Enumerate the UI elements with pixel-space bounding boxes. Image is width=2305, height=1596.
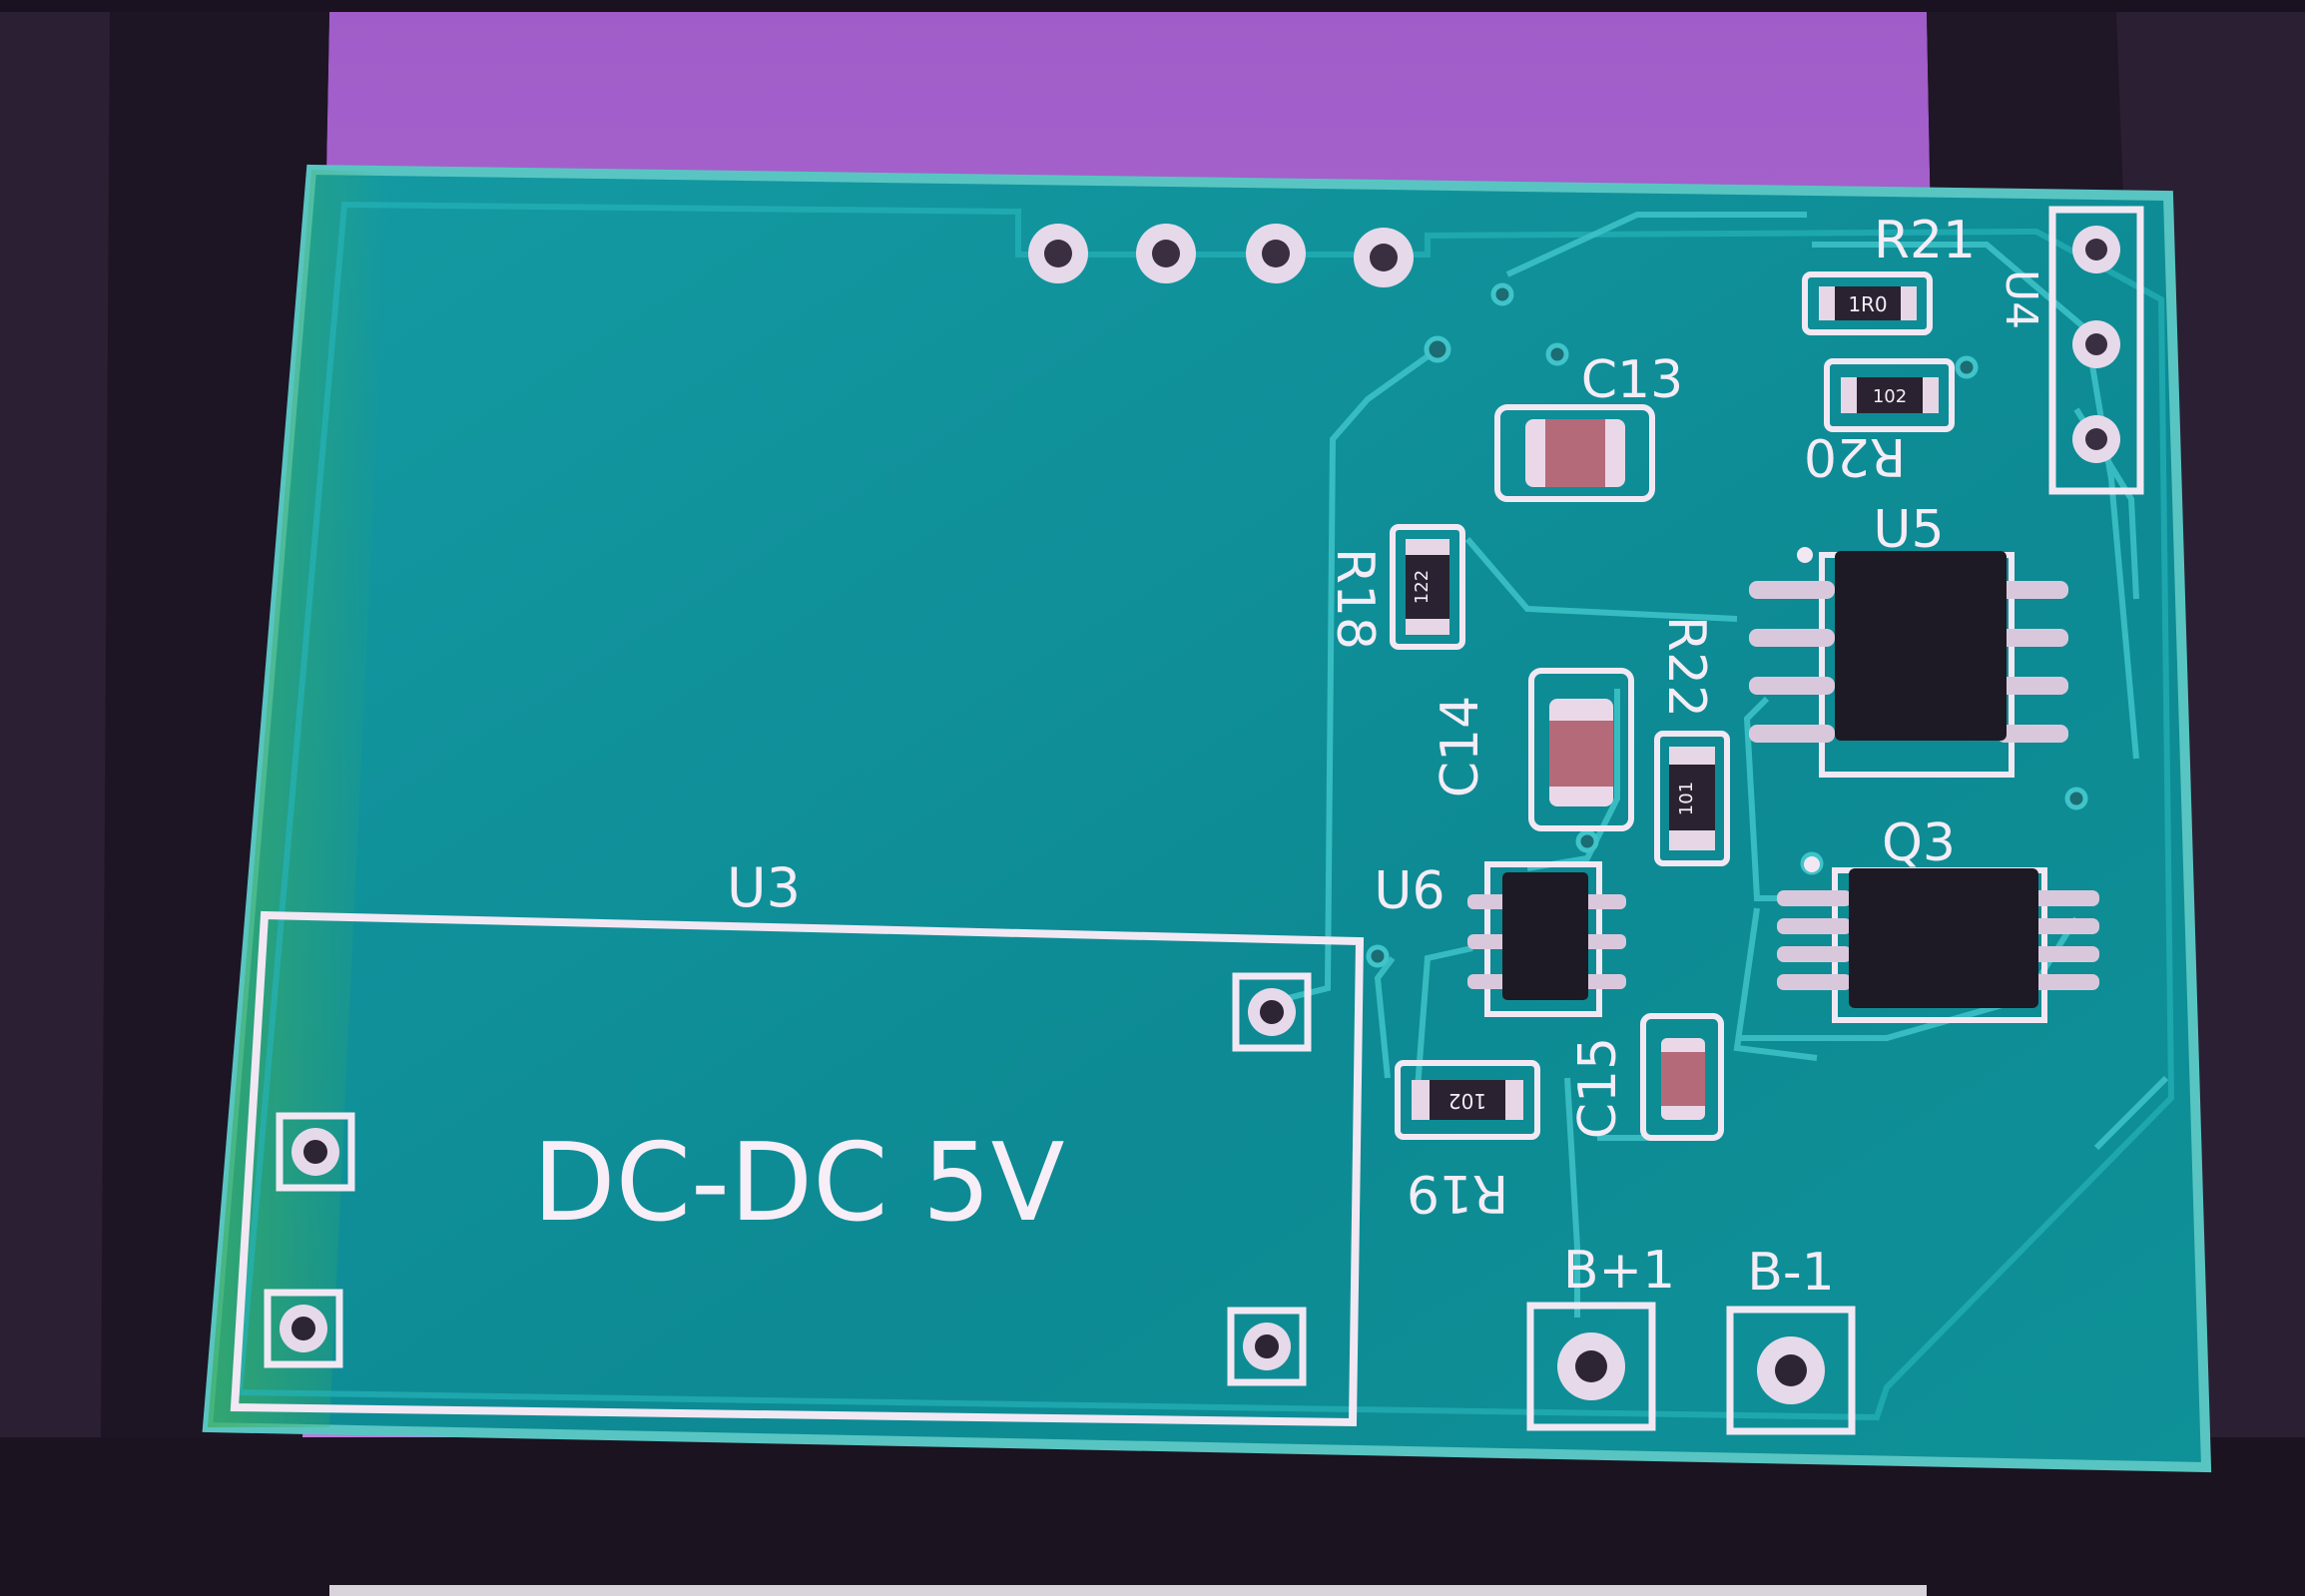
label-u4: U4	[1996, 269, 2046, 329]
label-bminus: B-1	[1747, 1243, 1835, 1303]
label-u3: U3	[727, 856, 801, 919]
label-bplus: B+1	[1563, 1241, 1675, 1301]
resistor-r20: 102	[1824, 358, 1955, 432]
marking-r18: 122	[1412, 570, 1433, 604]
label-r19: R19	[1407, 1163, 1508, 1223]
label-r22: R22	[1656, 616, 1716, 718]
label-c13: C13	[1581, 350, 1683, 410]
resistor-r19: 102	[1395, 1060, 1540, 1140]
module-u3-outline	[230, 910, 1365, 1427]
resistor-r21: 1R0	[1802, 271, 1933, 335]
terminal-bplus	[1526, 1302, 1656, 1431]
label-r18: R18	[1325, 548, 1385, 650]
label-r20: R20	[1804, 426, 1906, 486]
label-module-text: DC-DC 5V	[532, 1121, 1064, 1246]
marking-r22: 101	[1676, 782, 1697, 815]
connector-u4	[2048, 206, 2144, 495]
label-u5: U5	[1873, 500, 1944, 560]
marking-r20: 102	[1873, 386, 1907, 407]
capacitor-c14	[1528, 668, 1634, 831]
top-edge	[0, 0, 2305, 12]
capacitor-c15	[1640, 1013, 1724, 1141]
bottom-light-strip	[329, 1585, 1927, 1596]
module-u3-pins	[264, 972, 1312, 1386]
transistor-q3	[1777, 856, 2099, 1023]
label-r21: R21	[1874, 211, 1976, 270]
label-c14: C14	[1431, 696, 1490, 798]
label-c15: C15	[1568, 1037, 1628, 1139]
header-pins-top	[1028, 224, 1414, 287]
terminal-bminus	[1726, 1306, 1856, 1435]
marking-r19: 102	[1448, 1089, 1486, 1113]
marking-r21: 1R0	[1848, 292, 1887, 316]
label-q3: Q3	[1882, 813, 1956, 873]
resistor-r22: 101	[1654, 731, 1730, 866]
ic-u6	[1467, 861, 1626, 1017]
capacitor-c13	[1494, 404, 1655, 502]
resistor-r18: 122	[1390, 524, 1465, 650]
label-u6: U6	[1374, 861, 1444, 921]
ic-u5	[1749, 547, 2068, 778]
